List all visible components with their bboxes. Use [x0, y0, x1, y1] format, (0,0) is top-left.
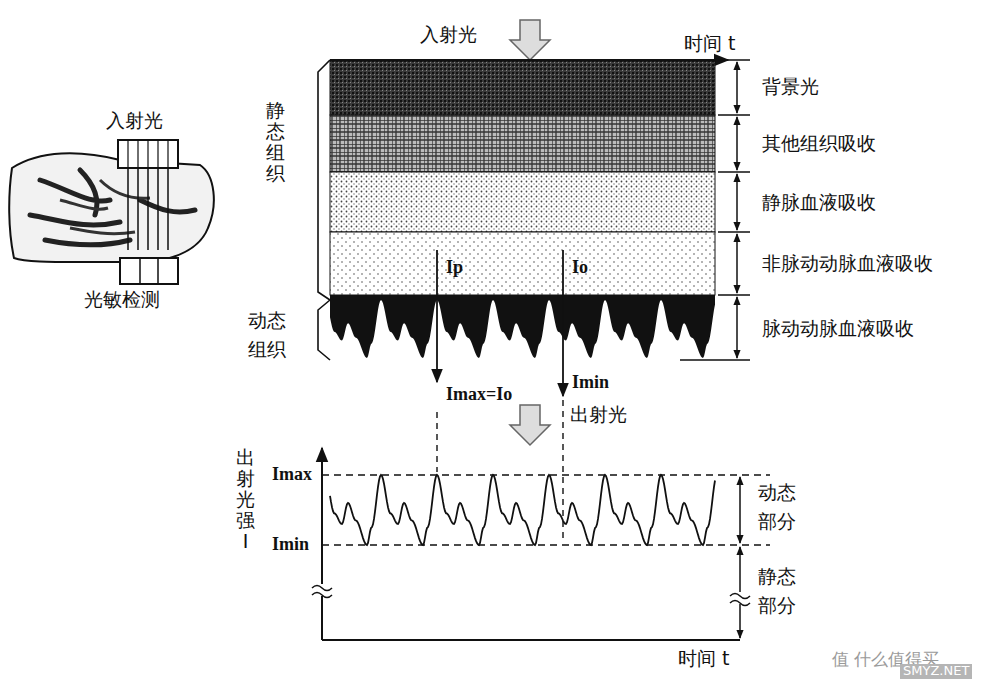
band-background: [330, 61, 715, 115]
watermark: SMYZ.NET: [900, 664, 972, 679]
static-tissue-label: 静态组织: [266, 100, 285, 184]
band-arterial: [330, 232, 715, 295]
intensity-symbol: Io: [572, 257, 588, 278]
layer-label: 其他组织吸收: [762, 133, 876, 155]
incident-arrow: [510, 20, 550, 60]
chart: [312, 448, 770, 640]
finger-drawing: [9, 140, 214, 284]
static-part-label: 静态部分: [758, 562, 796, 619]
layer-label: 静脉血液吸收: [762, 192, 876, 214]
intensity-symbol: Imax=Io: [446, 384, 512, 405]
top-incident-label: 入射光: [420, 24, 477, 46]
light-arrows: [437, 250, 563, 396]
intensity-symbol: Imax: [272, 464, 312, 485]
exit-arrow: [510, 405, 550, 445]
band-tissue: [330, 115, 715, 172]
exit-light-label: 出射光: [570, 404, 627, 426]
dimension-arrows: [680, 60, 750, 360]
intensity-symbol: Imin: [572, 372, 609, 393]
intensity-symbol: Ip: [446, 257, 463, 278]
layer-label: 背景光: [762, 76, 819, 98]
band-venous: [330, 172, 715, 232]
axis-label: 出射光强I: [236, 447, 255, 551]
layer-label: 非脉动动脉血液吸收: [762, 253, 933, 275]
layer-label: 脉动动脉血液吸收: [762, 318, 914, 340]
time-axis-label: 时间 t: [678, 648, 730, 670]
intensity-symbol: Imin: [272, 534, 309, 555]
bracket: [318, 60, 330, 300]
dynamic-part-label: 动态部分: [758, 478, 796, 535]
bracket: [318, 300, 330, 360]
band-pulsatile: [330, 295, 715, 358]
dynamic-tissue-label: 动态组织: [248, 306, 286, 363]
detector-label: 光敏检测: [84, 289, 160, 311]
source-label: 入射光: [106, 110, 163, 132]
time-axis-label: 时间 t: [684, 33, 736, 55]
